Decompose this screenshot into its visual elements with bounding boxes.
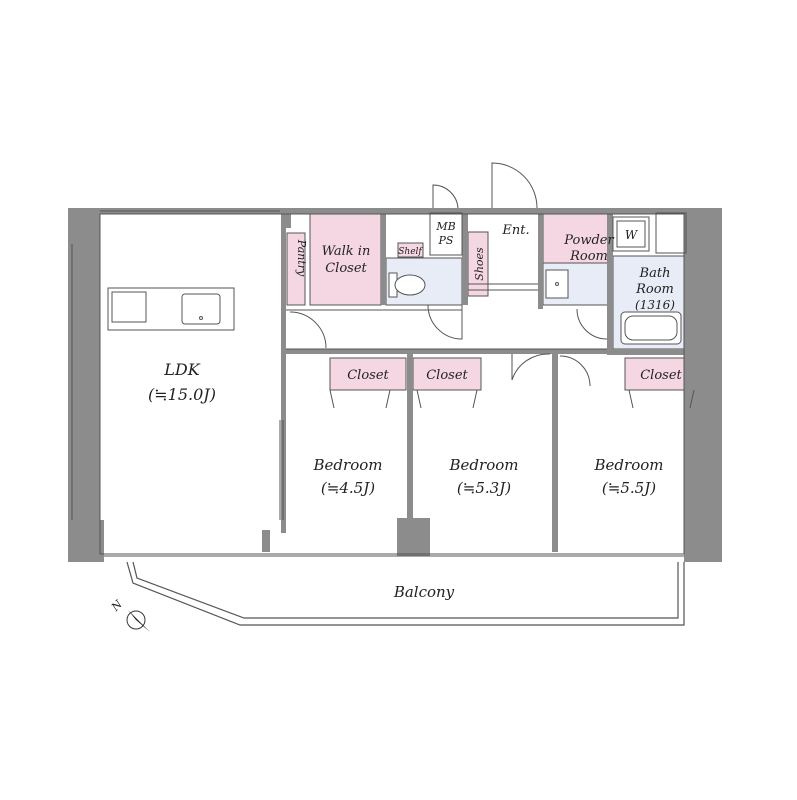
vanity-drain xyxy=(555,282,559,286)
wall-bedroom-1-2 xyxy=(407,354,413,552)
closet-label-1: Closet xyxy=(347,368,389,383)
washer-box xyxy=(612,216,650,252)
bedroom-1-size: (≒4.5J) xyxy=(321,479,375,497)
bedroom-2-size: (≒5.3J) xyxy=(457,479,511,497)
balcony-outline xyxy=(126,561,685,626)
pantry-fill xyxy=(286,232,306,306)
tub-inner xyxy=(624,315,678,341)
wall-left xyxy=(68,208,100,562)
walkin-label-1: Walk in xyxy=(322,244,371,259)
vanity xyxy=(545,269,569,299)
entrance-label: Ent. xyxy=(501,223,529,238)
bedroom-3-label: Bedroom xyxy=(594,456,664,474)
wall-bottom-right xyxy=(684,518,722,562)
pantry-door-arc xyxy=(289,311,327,349)
entry-door-arc xyxy=(491,162,538,209)
closet-fill-2 xyxy=(412,357,482,391)
closet-door-1b xyxy=(385,389,391,409)
wall-toilet-top xyxy=(381,213,386,305)
mbps-door-arc xyxy=(432,184,459,209)
doors xyxy=(279,162,608,520)
closet-door-3a xyxy=(628,389,634,409)
balcony-label: Balcony xyxy=(393,583,455,601)
wall-right xyxy=(684,208,722,562)
powder-door-arc xyxy=(576,308,608,340)
shelf-label: Shelf xyxy=(398,247,423,257)
closet-door-2b xyxy=(472,389,478,409)
compass-label: N xyxy=(108,598,125,615)
stove xyxy=(111,291,147,323)
bedroom-2-label: Bedroom xyxy=(449,456,519,474)
wall-top xyxy=(68,208,722,214)
shelf-fill xyxy=(397,242,424,258)
closet-door-2a xyxy=(416,389,422,409)
compass-arrow-icon xyxy=(128,610,150,632)
kitchen-counter xyxy=(107,287,235,331)
labels: LDK (≒15.0J) Pantry Walk in Closet Shelf… xyxy=(148,220,682,601)
mbps-label-2: PS xyxy=(438,234,454,247)
closet-fill-1 xyxy=(329,357,407,391)
powder-label-2: Room xyxy=(569,249,608,264)
wall-entrance-left xyxy=(462,213,468,305)
closet-door-3b xyxy=(689,389,695,409)
wall-bath-bottom xyxy=(607,349,689,355)
ldk-label: LDK xyxy=(163,360,200,379)
balcony-inner xyxy=(132,561,679,619)
bedroom-2-door-arc xyxy=(511,353,551,381)
sink xyxy=(181,293,221,325)
wall-entrance-right xyxy=(538,213,543,309)
closet-label-3: Closet xyxy=(640,368,682,383)
powder-label-1: Powder xyxy=(563,233,614,248)
outlines xyxy=(71,210,687,557)
bath-label-2: Room xyxy=(635,282,674,297)
wall-pillar xyxy=(397,518,430,556)
wall-step xyxy=(262,530,270,552)
wall-corner-right xyxy=(690,208,722,244)
bathtub xyxy=(620,311,682,345)
walk-in-closet-fill xyxy=(309,212,382,306)
washer-label: W xyxy=(625,228,639,242)
ldk-size: (≒15.0J) xyxy=(148,385,216,404)
wall-ldk-partition xyxy=(281,208,286,353)
shoes-label: Shoes xyxy=(473,247,486,281)
wall-bottom-left xyxy=(68,520,104,562)
pantry-label: Pantry xyxy=(295,239,308,277)
wall-bedroom-2-3 xyxy=(552,354,558,552)
toilet xyxy=(388,272,426,298)
sink-drain xyxy=(199,316,203,320)
mbps-box xyxy=(429,212,463,256)
outline-main xyxy=(99,213,685,555)
bedroom-3-size: (≒5.5J) xyxy=(602,479,656,497)
toilet-door-arc xyxy=(427,304,463,340)
wall-corridor xyxy=(281,349,611,354)
closet-label-2: Closet xyxy=(426,368,468,383)
corner-box-right xyxy=(655,212,687,254)
balcony xyxy=(126,561,685,626)
closet-door-1a xyxy=(329,389,335,409)
bedroom-1-label: Bedroom xyxy=(313,456,383,474)
bath-label-3: (1316) xyxy=(635,298,675,312)
mbps-label-1: MB xyxy=(435,220,455,233)
wall-corner-walkin xyxy=(281,208,291,228)
compass: N xyxy=(108,598,150,632)
bath-label-1: Bath xyxy=(639,266,671,281)
washer-inner xyxy=(616,220,646,248)
toilet-bowl xyxy=(394,274,426,296)
bed3-door-arc xyxy=(559,355,591,387)
wall-powder-right xyxy=(607,213,613,353)
closet-doors xyxy=(329,389,695,409)
walls xyxy=(68,208,722,562)
walkin-label-2: Closet xyxy=(325,261,367,276)
